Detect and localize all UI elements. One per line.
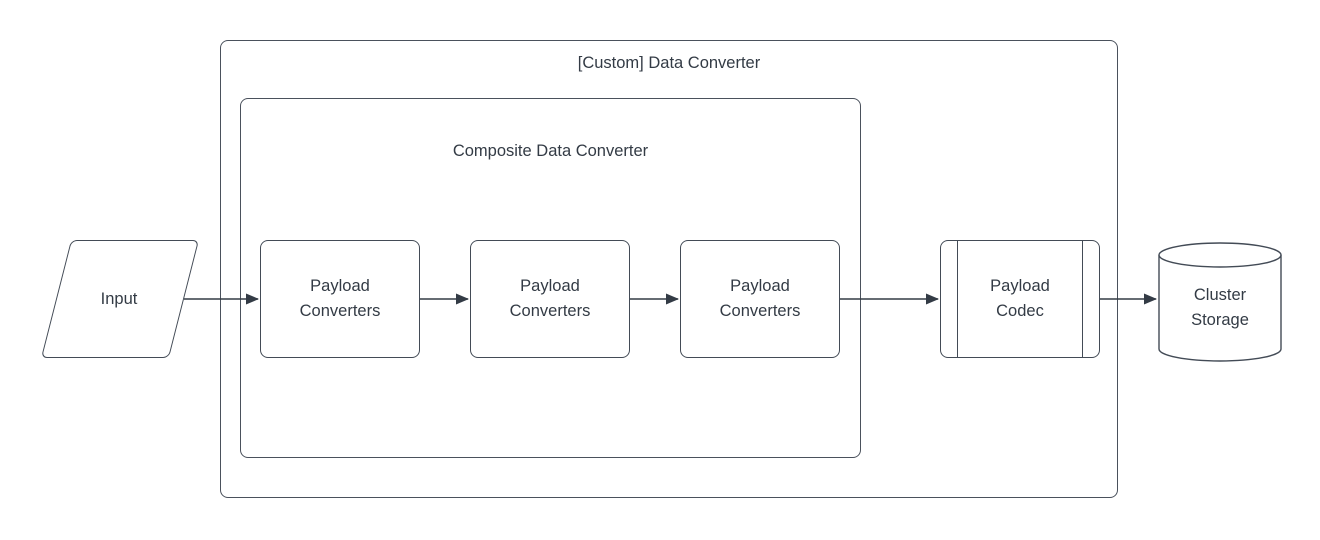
custom-data-converter-title: [Custom] Data Converter: [577, 54, 761, 72]
payload-converters-label-1: Payload Converters: [299, 277, 381, 320]
cylinder-shape: [1158, 242, 1282, 362]
codec-left-bar: [957, 241, 958, 357]
payload-codec-node: Payload Codec: [940, 240, 1100, 358]
composite-data-converter-title: Composite Data Converter: [452, 142, 649, 160]
payload-converters-label-3: Payload Converters: [719, 277, 801, 320]
cluster-storage-node: Cluster Storage: [1158, 240, 1282, 364]
input-node: Input: [40, 240, 198, 358]
custom-data-converter-group: [Custom] Data Converter: [220, 40, 1118, 498]
input-node-label: Input: [100, 289, 138, 308]
codec-right-bar: [1082, 241, 1083, 357]
payload-converters-node-3: Payload Converters: [680, 240, 840, 358]
cluster-storage-label: Cluster Storage: [1191, 286, 1249, 329]
payload-codec-label: Payload Codec: [990, 277, 1050, 320]
composite-data-converter-group: Composite Data Converter: [240, 98, 861, 458]
payload-converters-label-2: Payload Converters: [509, 277, 591, 320]
payload-converters-node-2: Payload Converters: [470, 240, 630, 358]
payload-converters-node-1: Payload Converters: [260, 240, 420, 358]
